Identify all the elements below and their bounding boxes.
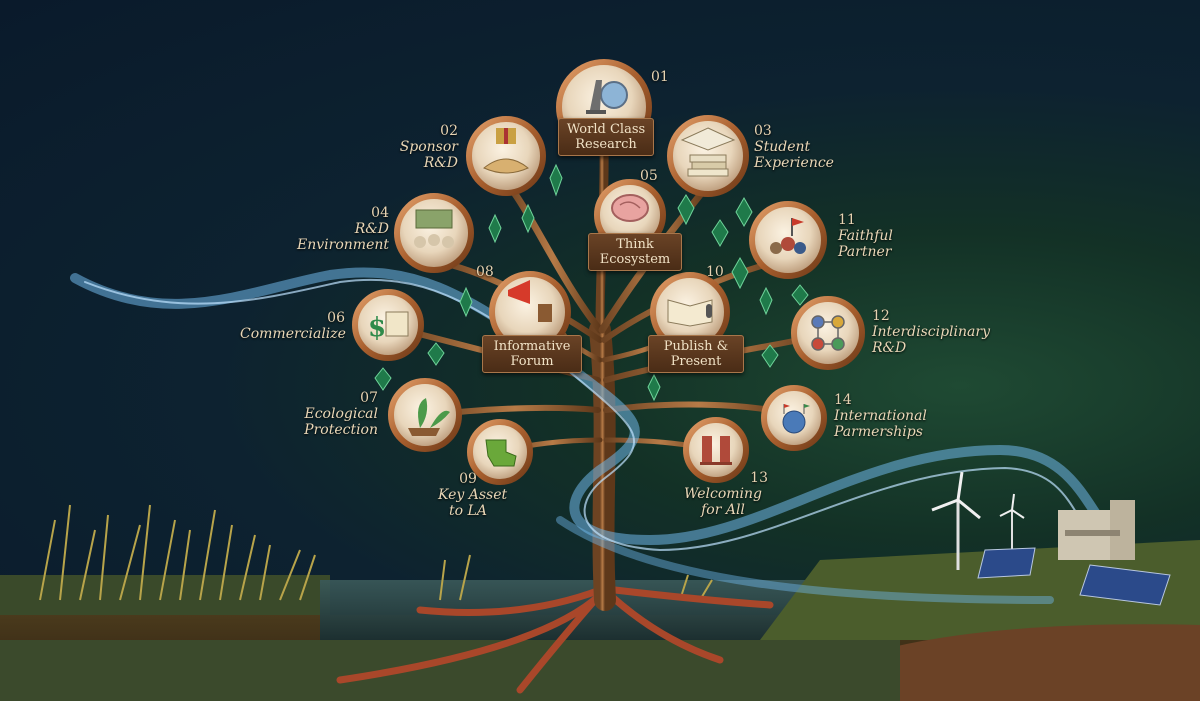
plaque-line: Present [670, 354, 722, 369]
node-label-09: 09 Key Asset to LA [438, 471, 508, 519]
plaque-line: Think [616, 237, 654, 252]
emerald-gems [374, 163, 809, 402]
node-number-10: 10 [706, 264, 724, 280]
people-flag-icon [770, 218, 806, 254]
node-label-03: 03 Student Experience [754, 123, 834, 171]
plaque-informative-forum: Informative Forum [482, 335, 582, 373]
plaque-think-ecosystem: Think Ecosystem [588, 233, 682, 271]
node-label-06: 06 Commercialize [240, 310, 346, 342]
node-label-12: 12 Interdisciplinary R&D [872, 308, 990, 356]
node-label-02: 02 Sponsor R&D [399, 123, 458, 171]
marsh-grass [39, 504, 713, 601]
renewable-energy-scene [931, 471, 1171, 606]
ground [0, 540, 1200, 701]
medallion-02 [466, 116, 546, 196]
node-label-13: 13 Welcoming for All [683, 470, 768, 518]
louisiana-map-icon [485, 439, 517, 467]
node-label-07: 07 Ecological Protection [304, 390, 378, 438]
globe-flags-icon [782, 404, 810, 434]
plaque-world-class-research: World Class Research [558, 118, 654, 156]
tree-roots [336, 586, 774, 694]
medallion-12 [791, 296, 865, 370]
dollar-book-icon: $ [368, 311, 409, 343]
handshake-gift-icon [483, 128, 529, 174]
plaque-line: Ecosystem [599, 252, 671, 267]
graduation-cap-books-icon [680, 127, 736, 177]
node-label-04: 04 R&D Environment [297, 205, 389, 253]
microscope-globe-icon [586, 80, 628, 114]
plaque-line: World Class [566, 122, 646, 137]
megaphone-podium-icon [508, 280, 552, 322]
medallion-04 [394, 193, 474, 273]
brain-icon [611, 194, 649, 222]
open-book-microphone-icon [667, 299, 713, 327]
plaque-line: Forum [510, 354, 554, 369]
svg-text:$: $ [368, 313, 386, 343]
plaque-line: Publish & [663, 339, 729, 354]
node-number-05: 05 [640, 168, 658, 184]
medallion-icons: $ [368, 80, 845, 467]
plaque-line: Informative [493, 339, 571, 354]
plaque-publish-present: Publish & Present [648, 335, 744, 373]
node-label-11: 11 Faithful Partner [838, 212, 893, 260]
node-number-01: 01 [651, 69, 669, 85]
node-label-14: 14 International Parmerships [834, 392, 927, 440]
network-nodes-icon [811, 315, 845, 351]
node-number-08: 08 [476, 264, 494, 280]
sprout-shield-icon [408, 398, 450, 436]
team-meeting-icon [414, 209, 454, 248]
open-doors-icon [700, 436, 732, 465]
data-stream-ribbon [70, 267, 1105, 604]
plaque-line: Research [575, 137, 637, 152]
